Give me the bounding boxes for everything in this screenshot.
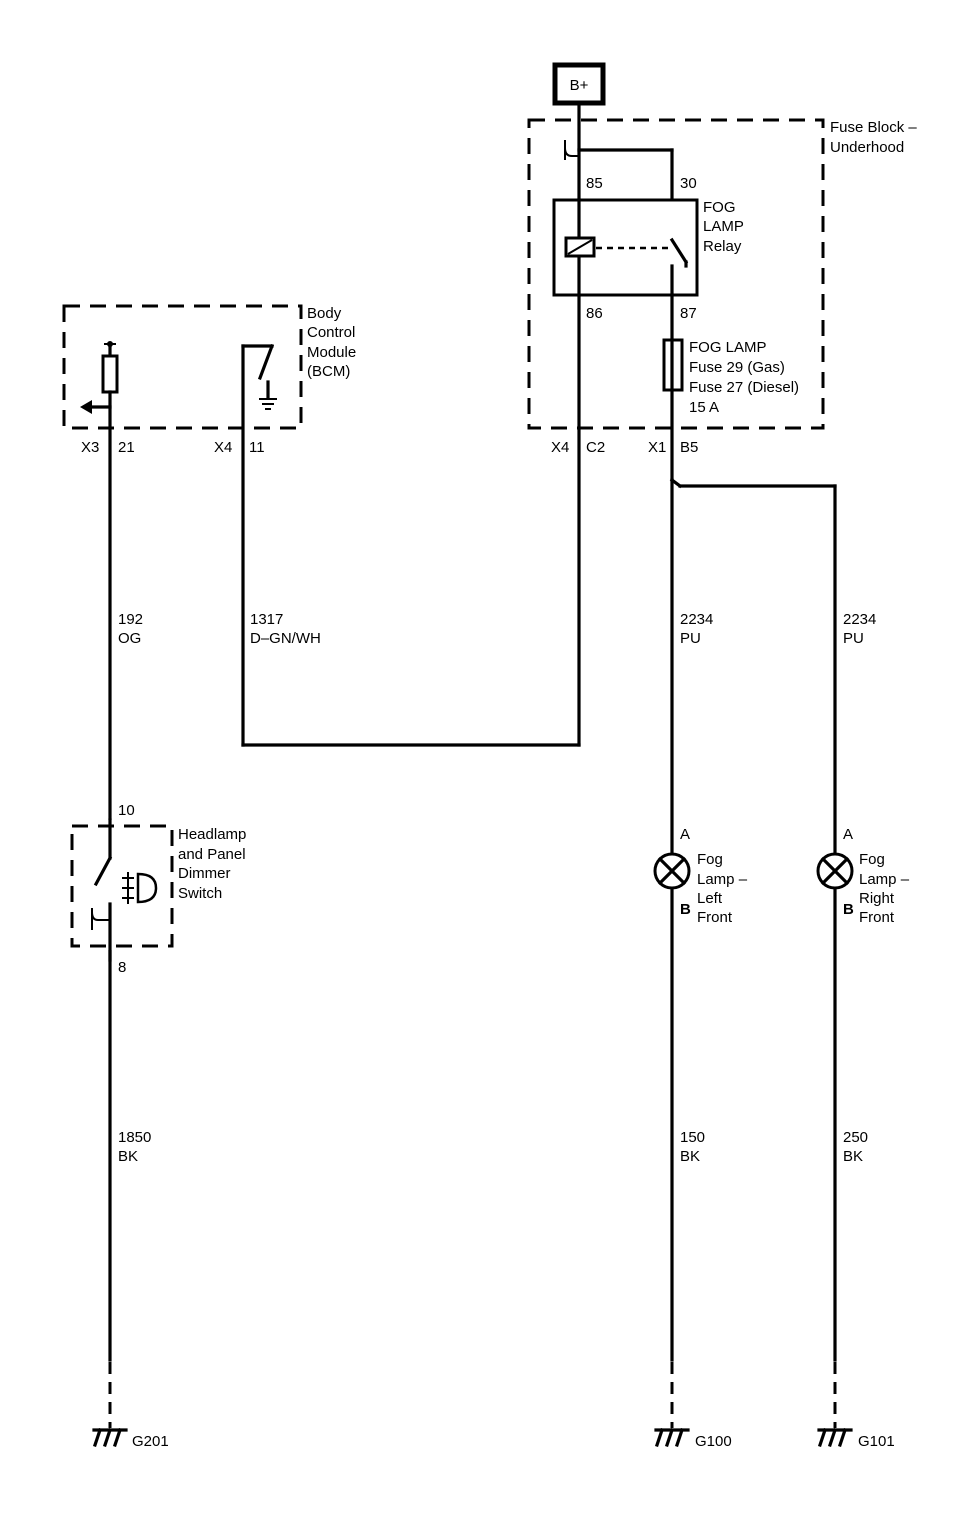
fuse-block-underhood: Fuse Block – Underhood 85 30 FOG LAMP Re… (527, 101, 917, 747)
connector-x3: X3 (81, 439, 99, 456)
lamp-left-label-line3: Left (697, 890, 723, 907)
battery-positive-label: B+ (570, 77, 589, 94)
wire-2234-right-number: 2234 (843, 611, 876, 628)
ground-g101-icon (817, 1427, 853, 1448)
ground-g201-label: G201 (132, 1433, 169, 1450)
relay-pin-87: 87 (680, 305, 697, 322)
relay-pin-85: 85 (586, 175, 603, 192)
lamp-right-pin-a: A (843, 826, 853, 843)
wire-2234-left-number: 2234 (680, 611, 713, 628)
bcm-input-arrow (80, 400, 92, 414)
lamp-right-label-line4: Front (859, 909, 895, 926)
ground-g101-label: G101 (858, 1433, 895, 1450)
wire-1850-color: BK (118, 1148, 138, 1165)
wire-2234-right-color: PU (843, 630, 864, 647)
wire-1850-number: 1850 (118, 1129, 151, 1146)
dimmer-pin-8: 8 (118, 959, 126, 976)
wire-1317-number: 1317 (250, 611, 283, 628)
lamp-right-label-line2: Lamp – (859, 871, 910, 888)
connector-x1: X1 (648, 439, 666, 456)
wire-250-number: 250 (843, 1129, 868, 1146)
ground-g100-icon (654, 1427, 690, 1448)
connector-x4-fuseblock: X4 (551, 439, 569, 456)
lamp-left-label-line4: Front (697, 909, 733, 926)
pin-11: 11 (249, 439, 265, 456)
lamp-right-label-line3: Right (859, 890, 895, 907)
battery-positive-source: B+ (552, 62, 606, 106)
pullup-resistor (101, 354, 119, 394)
dimmer-label-line4: Switch (178, 885, 222, 902)
lamp-right-label-line1: Fog (859, 851, 885, 868)
wire-150-number: 150 (680, 1129, 705, 1146)
dimmer-switch-outline (70, 824, 174, 948)
wire-1317-color: D–GN/WH (250, 630, 321, 647)
pin-b5: B5 (680, 439, 698, 456)
fog-light-icon (122, 872, 158, 904)
relay-pin-86: 86 (586, 305, 603, 322)
bcm-outline (62, 304, 303, 430)
fog-lamp-right-front: A B Fog Lamp – Right Front (816, 826, 910, 926)
dimmer-label-line2: and Panel (178, 846, 246, 863)
connector-mark (564, 147, 579, 157)
relay-label-line2: LAMP (703, 218, 744, 235)
connector-x4-bcm: X4 (214, 439, 232, 456)
fog-lamp-relay (552, 198, 699, 297)
dimmer-label-line1: Headlamp (178, 826, 246, 843)
fog-lamp-left-front: A B Fog Lamp – Left Front (653, 826, 748, 926)
wire-250-color: BK (843, 1148, 863, 1165)
lamp-left-label-line2: Lamp – (697, 871, 748, 888)
dimmer-pin-10: 10 (118, 802, 135, 819)
lamp-left-pin-b: B (680, 901, 691, 918)
wire-150-color: BK (680, 1148, 700, 1165)
lamp-right-pin-b: B (843, 901, 854, 918)
fuse-label-line3: Fuse 27 (Diesel) (689, 379, 799, 396)
bcm-label-line2: Control (307, 324, 355, 341)
fuse-label-line4: 15 A (689, 399, 719, 416)
pin-21: 21 (118, 439, 135, 456)
lamp-left-pin-a: A (680, 826, 690, 843)
relay-label-line3: Relay (703, 238, 742, 255)
fuse-label-line1: FOG LAMP (689, 339, 767, 356)
headlamp-dimmer-switch: 10 8 Headlamp and Panel Dimmer Switch (70, 802, 246, 976)
dimmer-label-line3: Dimmer (178, 865, 231, 882)
ground-g100-label: G100 (695, 1433, 732, 1450)
fuse-label-line2: Fuse 29 (Gas) (689, 359, 785, 376)
dimmer-switch-contact (93, 855, 113, 887)
relay-pin-30: 30 (680, 175, 697, 192)
fuse-block-outline (527, 118, 825, 430)
bcm-label-line1: Body (307, 305, 342, 322)
fuse-block-label-line2: Underhood (830, 139, 904, 156)
wire-2234-left-color: PU (680, 630, 701, 647)
pin-c2: C2 (586, 439, 605, 456)
lamp-left-label-line1: Fog (697, 851, 723, 868)
bcm-driver-switch (257, 343, 275, 381)
relay-label-line1: FOG (703, 199, 736, 216)
relay-contact (669, 237, 689, 265)
ground-g201-icon (92, 1427, 128, 1448)
bcm-label-line3: Module (307, 344, 356, 361)
wire-192-color: OG (118, 630, 141, 647)
bcm-label-line4: (BCM) (307, 363, 350, 380)
wire-192-number: 192 (118, 611, 143, 628)
fuse-block-label-line1: Fuse Block – (830, 119, 917, 136)
